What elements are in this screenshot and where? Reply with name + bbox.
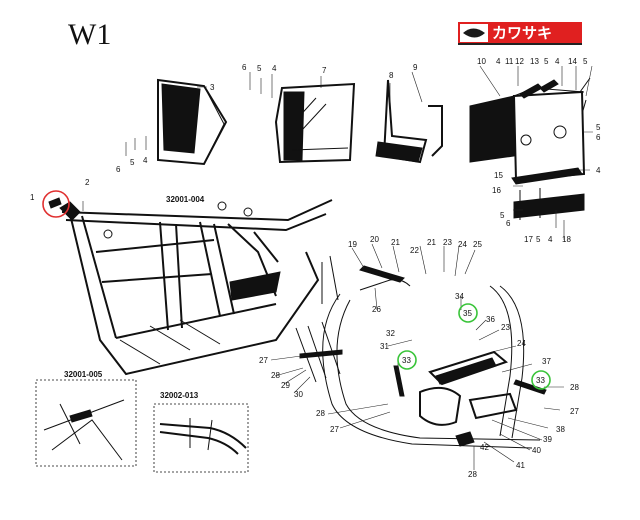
engine-mount-part bbox=[295, 255, 547, 449]
callout-5g: 5 bbox=[536, 235, 541, 244]
inset-left-part-number: 32001-005 bbox=[64, 370, 103, 379]
callout-21a: 21 bbox=[391, 238, 400, 247]
highlight-green-33b: 33 bbox=[531, 370, 551, 390]
callout-19: 19 bbox=[348, 240, 357, 249]
callout-6c: 6 bbox=[596, 133, 601, 142]
callout-39: 39 bbox=[543, 435, 552, 444]
callout-27c: 27 bbox=[570, 407, 579, 416]
callout-23a: 23 bbox=[443, 238, 452, 247]
callout-8: 8 bbox=[389, 71, 394, 80]
callout-37: 37 bbox=[542, 357, 551, 366]
callout-24b: 24 bbox=[517, 339, 526, 348]
callout-28c: 28 bbox=[570, 383, 579, 392]
callout-numbers: 1 2 3 6 5 4 6 5 4 7 8 9 10 4 11 12 13 5 … bbox=[30, 57, 601, 479]
highlight-green-35: 35 bbox=[458, 303, 478, 323]
callout-27a: 27 bbox=[259, 356, 268, 365]
callout-5d: 5 bbox=[583, 57, 588, 66]
callout-5e: 5 bbox=[596, 123, 601, 132]
callout-4a: 4 bbox=[272, 64, 277, 73]
callout-17: 17 bbox=[524, 235, 533, 244]
callout-14: 14 bbox=[568, 57, 577, 66]
callout-16: 16 bbox=[492, 186, 501, 195]
toolbox-part bbox=[274, 82, 356, 164]
callout-4e: 4 bbox=[596, 166, 601, 175]
callout-35-highlighted: 35 bbox=[463, 309, 472, 318]
callout-5c: 5 bbox=[544, 57, 549, 66]
callout-6b: 6 bbox=[116, 165, 121, 174]
callout-28d: 28 bbox=[468, 470, 477, 479]
callout-2: 2 bbox=[85, 178, 90, 187]
callout-23b: 23 bbox=[501, 323, 510, 332]
callout-5a: 5 bbox=[257, 64, 262, 73]
frame-part bbox=[59, 199, 333, 376]
callout-5f: 5 bbox=[500, 211, 505, 220]
callout-11: 11 bbox=[505, 57, 514, 66]
callout-4d: 4 bbox=[555, 57, 560, 66]
callout-13: 13 bbox=[530, 57, 539, 66]
diagram-title: W1 bbox=[68, 18, 111, 51]
highlight-red-1 bbox=[42, 190, 70, 218]
callout-7: 7 bbox=[322, 66, 327, 75]
battery-box-part bbox=[469, 77, 591, 220]
callout-27b: 27 bbox=[330, 425, 339, 434]
callout-18: 18 bbox=[562, 235, 571, 244]
callout-10: 10 bbox=[477, 57, 486, 66]
highlight-green-33a: 33 bbox=[397, 350, 417, 370]
callout-5b: 5 bbox=[130, 158, 135, 167]
callout-6a: 6 bbox=[242, 63, 247, 72]
callout-6d: 6 bbox=[506, 219, 511, 228]
callout-30: 30 bbox=[294, 390, 303, 399]
callout-41: 41 bbox=[516, 461, 525, 470]
callout-38: 38 bbox=[556, 425, 565, 434]
callout-42: 42 bbox=[480, 443, 489, 452]
callout-9: 9 bbox=[413, 63, 418, 72]
callout-3: 3 bbox=[210, 83, 215, 92]
frame-part-number: 32001-004 bbox=[166, 195, 205, 204]
callout-40: 40 bbox=[532, 446, 541, 455]
callout-34: 34 bbox=[455, 292, 464, 301]
callout-25: 25 bbox=[473, 240, 482, 249]
callout-22: 22 bbox=[410, 246, 419, 255]
callout-36: 36 bbox=[486, 315, 495, 324]
inset-right-part-number: 32002-013 bbox=[160, 391, 199, 400]
callout-29: 29 bbox=[281, 381, 290, 390]
logo-text: カワサキ bbox=[492, 24, 552, 42]
callout-33b-highlighted: 33 bbox=[536, 376, 545, 385]
side-cover-part bbox=[157, 78, 228, 166]
callout-28b: 28 bbox=[316, 409, 325, 418]
inset-left bbox=[35, 379, 137, 467]
footrest-part bbox=[375, 79, 443, 164]
callout-31: 31 bbox=[380, 342, 389, 351]
callout-20: 20 bbox=[370, 235, 379, 244]
callout-24a: 24 bbox=[458, 240, 467, 249]
callout-28a: 28 bbox=[271, 371, 280, 380]
callout-21b: 21 bbox=[427, 238, 436, 247]
callout-4b: 4 bbox=[143, 156, 148, 165]
leader-lines bbox=[82, 65, 593, 470]
kawasaki-logo: カワサキ bbox=[458, 22, 582, 45]
callout-1: 1 bbox=[30, 193, 35, 202]
callout-32: 32 bbox=[386, 329, 395, 338]
inset-right bbox=[153, 403, 249, 473]
callout-15: 15 bbox=[494, 171, 503, 180]
callout-4c: 4 bbox=[496, 57, 501, 66]
callout-33a-highlighted: 33 bbox=[402, 356, 411, 365]
callout-26: 26 bbox=[372, 305, 381, 314]
callout-4f: 4 bbox=[548, 235, 553, 244]
callout-12: 12 bbox=[515, 57, 524, 66]
